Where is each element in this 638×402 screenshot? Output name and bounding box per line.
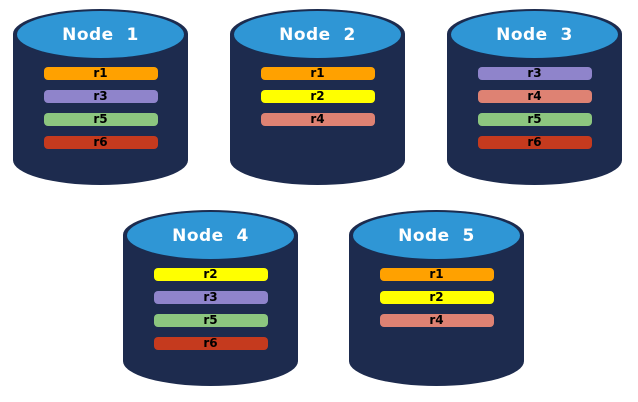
node-cylinder-2: Node 2 r1 r2 r4 <box>230 9 405 185</box>
replica-bar: r1 <box>43 67 158 80</box>
replica-bar: r2 <box>260 90 375 103</box>
replica-bar: r3 <box>153 291 268 304</box>
replica-bar: r6 <box>477 136 592 149</box>
replica-bar: r1 <box>379 268 494 281</box>
node-cylinder-4: Node 4 r2 r3 r5 r6 <box>123 210 298 386</box>
replica-bar: r5 <box>43 113 158 126</box>
replica-list: r1 r3 r5 r6 <box>13 67 188 149</box>
replica-bar: r4 <box>260 113 375 126</box>
node-label: Node 4 <box>172 225 249 246</box>
node-cylinder-5: Node 5 r1 r2 r4 <box>349 210 524 386</box>
node-cylinder-1: Node 1 r1 r3 r5 r6 <box>13 9 188 185</box>
replica-list: r1 r2 r4 <box>230 67 405 126</box>
node-label: Node 3 <box>496 24 573 45</box>
replica-bar: r6 <box>43 136 158 149</box>
replica-bar: r2 <box>379 291 494 304</box>
replica-list: r2 r3 r5 r6 <box>123 268 298 350</box>
replica-bar: r3 <box>43 90 158 103</box>
cylinder-top-ellipse: Node 2 <box>234 11 401 58</box>
replica-list: r3 r4 r5 r6 <box>447 67 622 149</box>
node-cylinder-3: Node 3 r3 r4 r5 r6 <box>447 9 622 185</box>
replica-bar: r1 <box>260 67 375 80</box>
replica-bar: r5 <box>477 113 592 126</box>
replica-bar: r4 <box>477 90 592 103</box>
replica-bar: r2 <box>153 268 268 281</box>
node-label: Node 2 <box>279 24 356 45</box>
replica-bar: r4 <box>379 314 494 327</box>
node-label: Node 1 <box>62 24 139 45</box>
replica-bar: r3 <box>477 67 592 80</box>
cylinder-top-ellipse: Node 3 <box>451 11 618 58</box>
cylinder-top-ellipse: Node 1 <box>17 11 184 58</box>
cylinder-top-ellipse: Node 4 <box>127 212 294 259</box>
node-label: Node 5 <box>398 225 475 246</box>
replica-list: r1 r2 r4 <box>349 268 524 327</box>
cylinder-top-ellipse: Node 5 <box>353 212 520 259</box>
replica-bar: r6 <box>153 337 268 350</box>
replica-bar: r5 <box>153 314 268 327</box>
